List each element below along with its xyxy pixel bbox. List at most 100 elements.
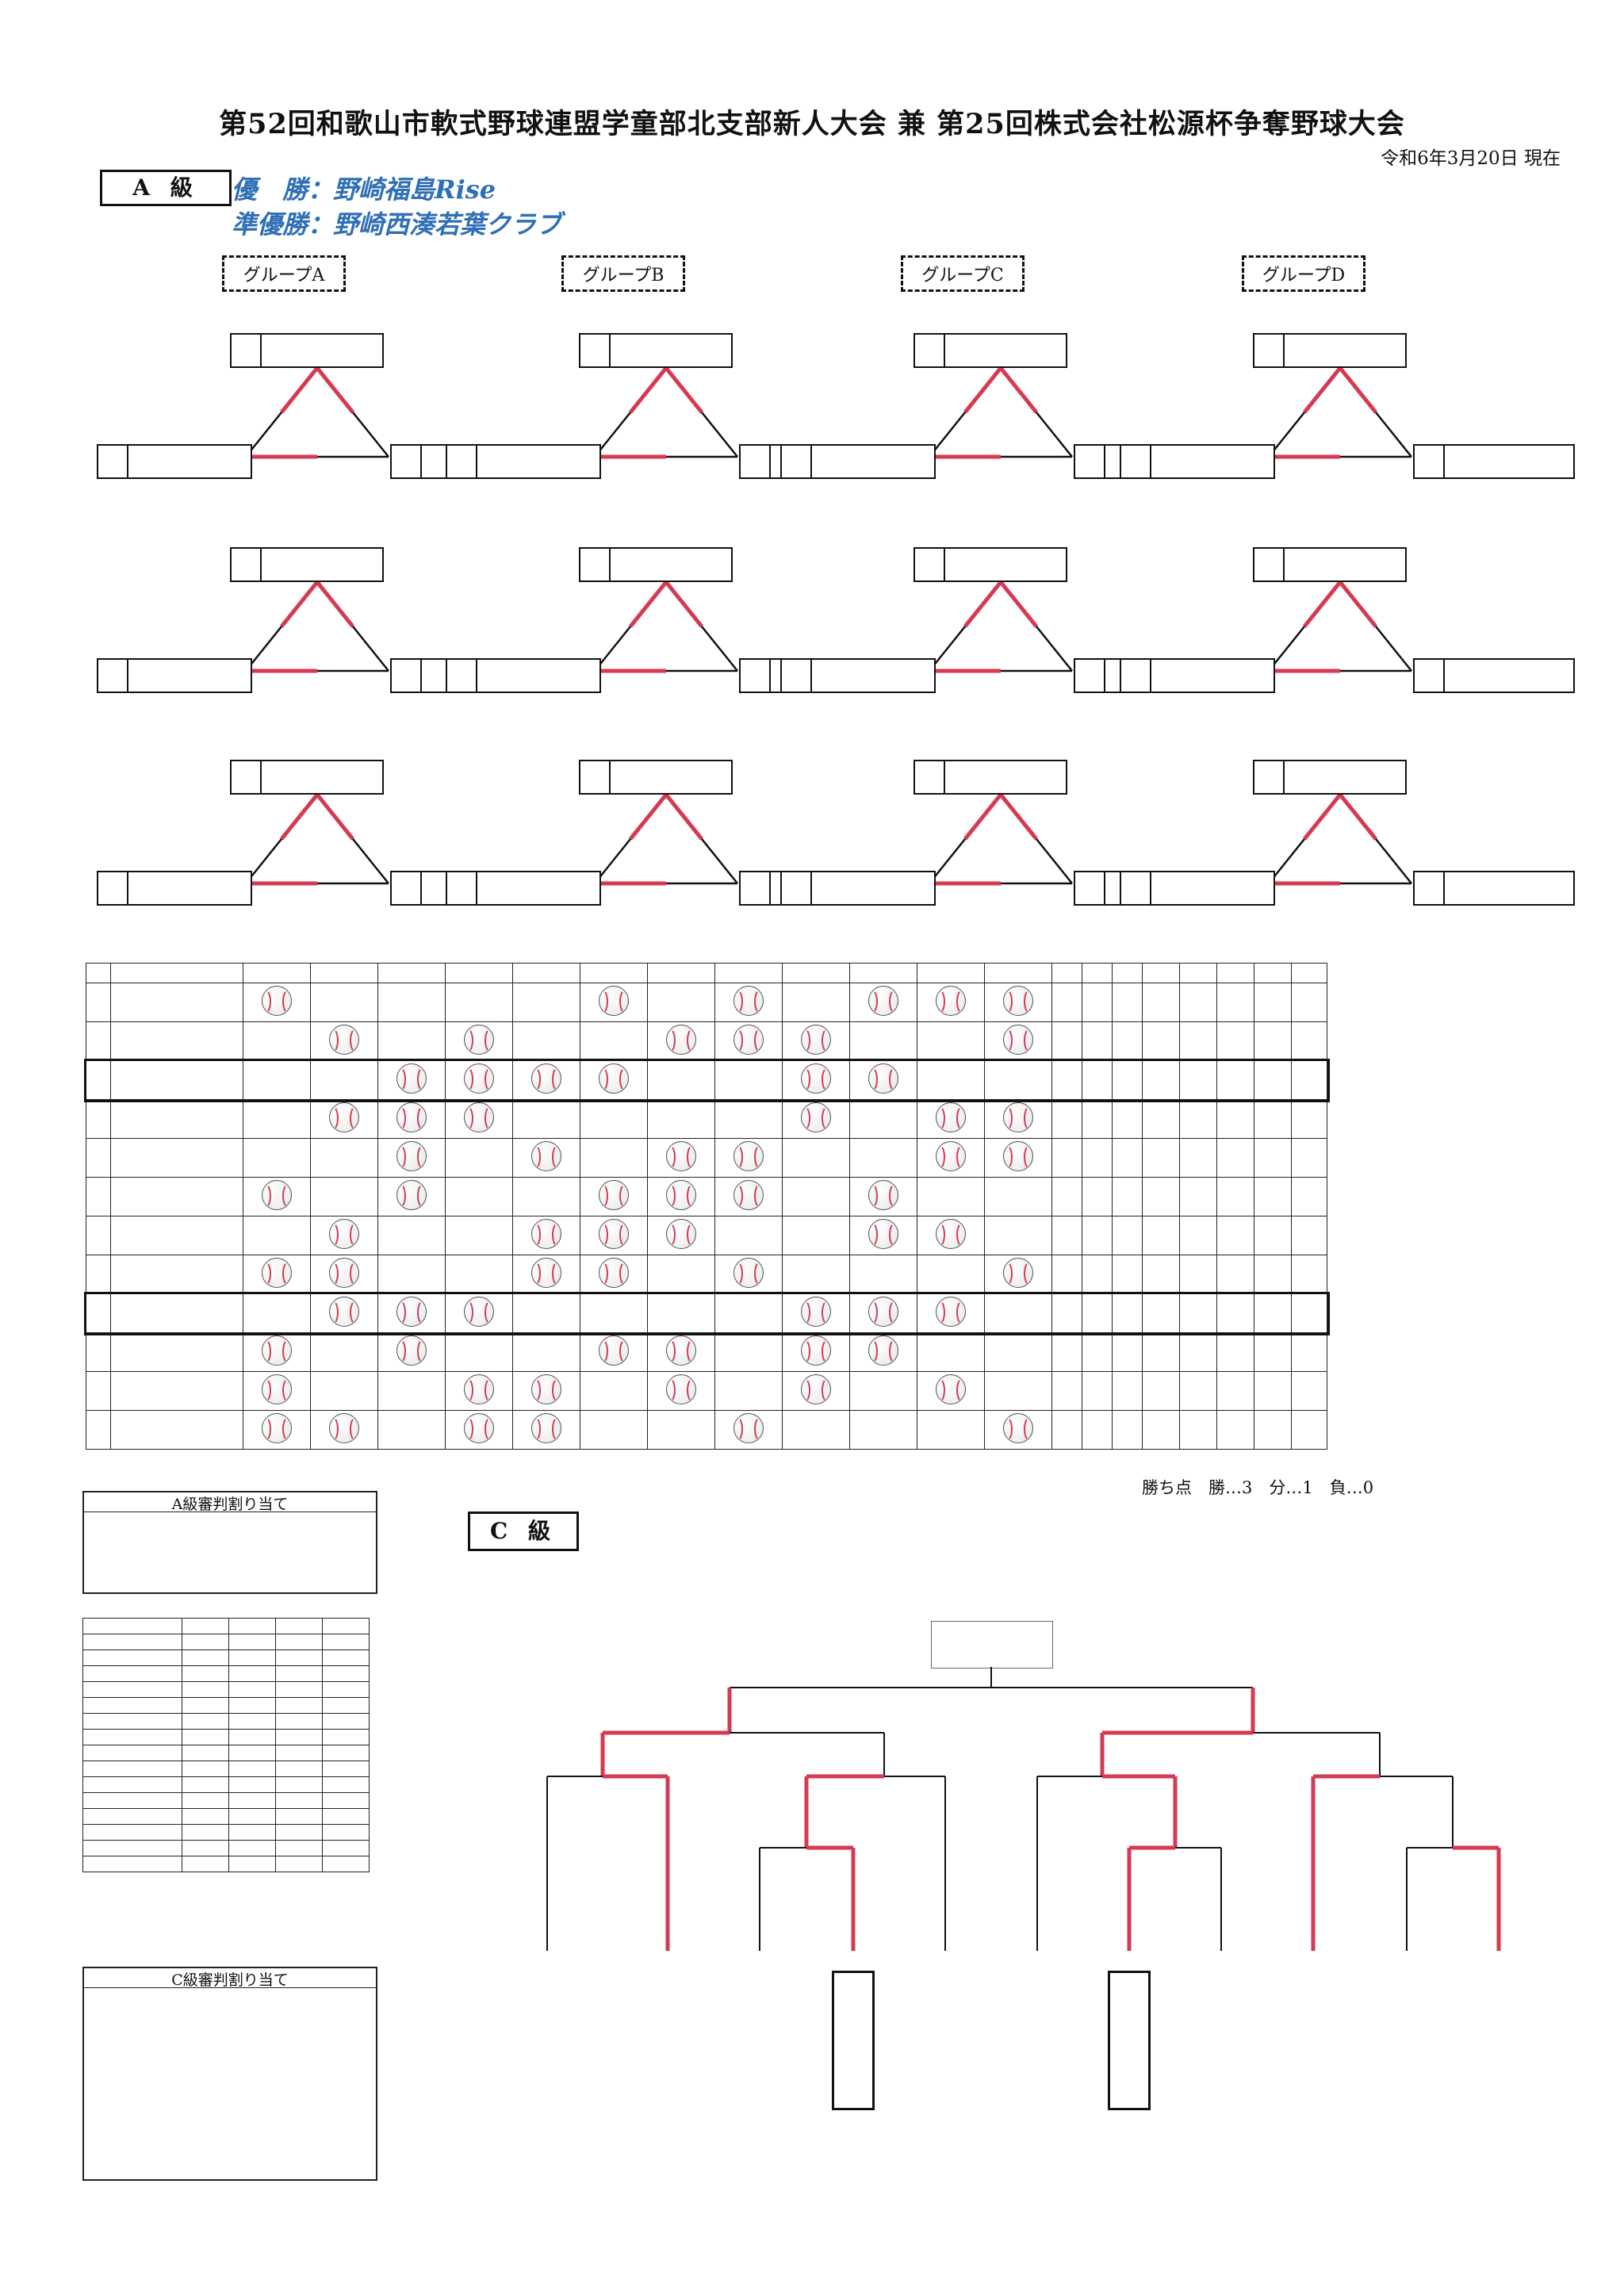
- win-highlight: [1303, 580, 1342, 628]
- team-name: [1480, 1973, 1518, 2108]
- result-cell: [984, 1293, 1052, 1333]
- win-highlight: [963, 366, 1002, 414]
- result-cell: [984, 1060, 1052, 1100]
- table-row: [86, 1216, 1327, 1255]
- result-cell: [512, 1099, 580, 1139]
- stat-cell: [1216, 1060, 1254, 1100]
- baseball-icon: [396, 1102, 427, 1132]
- baseball-icon: [329, 1412, 359, 1443]
- baseball-icon: [329, 1102, 359, 1132]
- team-box: [230, 760, 384, 795]
- ref-row: [82, 1729, 370, 1745]
- baseball-icon: [666, 1218, 696, 1249]
- baseball-icon: [801, 1063, 831, 1094]
- baseball-icon: [733, 1024, 764, 1055]
- team-box: [446, 658, 601, 693]
- stat-cell: [1254, 1255, 1292, 1294]
- result-cell: [512, 1371, 580, 1411]
- team-number: [447, 872, 477, 904]
- stat-cell: [1082, 1410, 1113, 1450]
- row-team-name: [110, 1021, 243, 1061]
- baseball-icon: [1003, 1102, 1033, 1132]
- baseball-icon: [329, 1024, 359, 1055]
- row-team-name: [110, 983, 243, 1022]
- result-cell: [243, 1177, 311, 1216]
- team-number: [1415, 446, 1445, 477]
- page-title: 第52回和歌山市軟式野球連盟学童部北支部新人大会 兼 第25回株式会社松源杯争奪…: [219, 108, 1405, 140]
- team-number: [782, 660, 812, 692]
- stat-cell: [1082, 1021, 1113, 1061]
- result-cell: [377, 1371, 446, 1411]
- baseball-icon: [531, 1140, 561, 1171]
- result-cell: [849, 1021, 917, 1061]
- stat-cell: [1051, 1060, 1082, 1100]
- ref-row: [82, 1634, 370, 1650]
- stat-cell: [1142, 1293, 1180, 1333]
- win-highlight: [999, 793, 1038, 841]
- win-highlight: [316, 366, 354, 414]
- team-box: [1120, 444, 1275, 479]
- team-number: [580, 761, 611, 793]
- baseball-icon: [599, 1063, 629, 1094]
- baseball-icon: [262, 1412, 292, 1443]
- baseball-icon: [396, 1140, 427, 1171]
- win-highlight: [629, 366, 668, 414]
- team-box: [780, 444, 936, 479]
- total-value: [322, 1856, 370, 1872]
- result-cell: [917, 983, 985, 1022]
- team-box: [914, 333, 1067, 368]
- result-cell: [984, 1410, 1052, 1450]
- runner-up: 準優勝：野崎西湊若葉クラブ: [232, 209, 562, 239]
- team-box: [1413, 871, 1575, 906]
- team-number: [915, 761, 945, 793]
- c-referee-title: C級審判割り当て: [84, 1968, 376, 1989]
- stat-cell: [1112, 1060, 1143, 1100]
- baseball-icon: [801, 1024, 831, 1055]
- win-highlight: [999, 580, 1038, 628]
- result-cell: [512, 1293, 580, 1333]
- baseball-icon: [262, 1335, 292, 1366]
- result-cell: [310, 1099, 378, 1139]
- baseball-icon: [801, 1102, 831, 1132]
- ref-row: [82, 1745, 370, 1761]
- win-highlight: [1339, 580, 1377, 628]
- result-cell: [984, 1099, 1052, 1139]
- baseball-icon: [801, 1374, 831, 1404]
- baseball-icon: [733, 1412, 764, 1443]
- result-cell: [310, 1293, 378, 1333]
- result-cell: [849, 1177, 917, 1216]
- baseball-icon: [666, 1140, 696, 1171]
- win-highlight: [629, 793, 668, 841]
- result-cell: [310, 1021, 378, 1061]
- result-cell: [917, 1371, 985, 1411]
- baseball-icon: [801, 1335, 831, 1366]
- result-cell: [782, 983, 850, 1022]
- game-triangle: [929, 580, 1073, 673]
- result-cell: [445, 1099, 513, 1139]
- baseball-icon: [396, 1335, 427, 1366]
- stat-cell: [1142, 1099, 1180, 1139]
- team-box: [1253, 547, 1407, 582]
- team-name: [1388, 1973, 1426, 2108]
- baseball-icon: [868, 1335, 898, 1366]
- result-cell: [377, 1255, 446, 1294]
- result-cell: [714, 983, 783, 1022]
- game-triangle: [245, 580, 389, 673]
- game-triangle: [1268, 366, 1412, 459]
- team-box: [1120, 871, 1275, 906]
- result-cell: [917, 1410, 985, 1450]
- result-cell: [243, 1060, 311, 1100]
- stat-cell: [1051, 1021, 1082, 1061]
- row-number: [86, 1138, 111, 1178]
- table-row: [86, 983, 1327, 1022]
- stat-cell: [1051, 1410, 1082, 1450]
- baseball-icon: [868, 1296, 898, 1327]
- ref-row: [82, 1681, 370, 1698]
- team-number: [741, 660, 771, 692]
- table-row: [86, 1371, 1327, 1411]
- baseball-icon: [733, 985, 764, 1016]
- stat-cell: [1216, 1021, 1254, 1061]
- result-cell: [714, 1255, 783, 1294]
- baseball-icon: [464, 1063, 494, 1094]
